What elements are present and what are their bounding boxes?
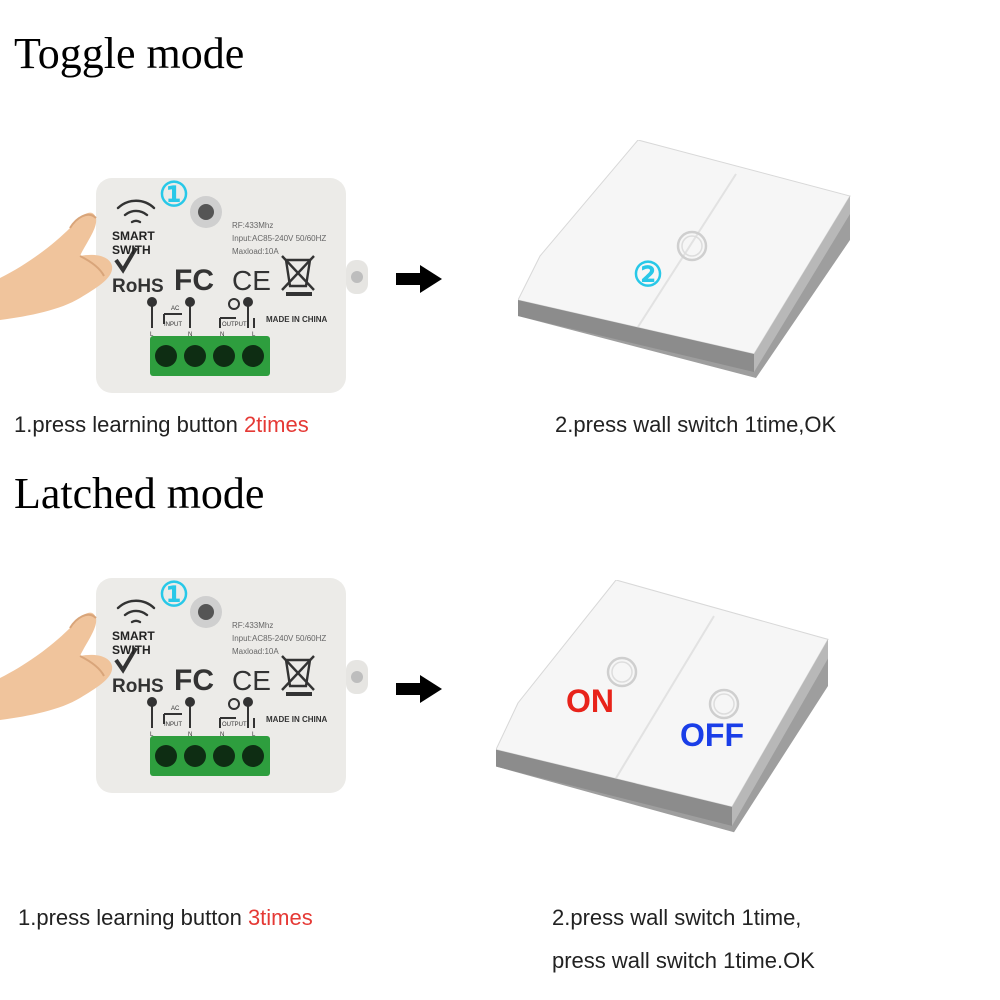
- module-spec-input: Input:AC85-240V 50/60HZ: [232, 634, 326, 643]
- terminal-output: OUTPUT: [222, 322, 247, 328]
- module-spec-maxload: Maxload:10A: [232, 247, 279, 256]
- caption-step-1-latched: 1.press learning button 3times: [18, 905, 313, 930]
- terminal-l-output: L: [252, 732, 256, 738]
- caption-step-1-toggle: 1.press learning button 2times: [14, 412, 309, 437]
- wall-switch-latched: ON OFF: [496, 580, 830, 834]
- off-label: OFF: [680, 717, 744, 753]
- on-label: ON: [566, 683, 614, 719]
- arrow-right-icon: [396, 265, 442, 293]
- module-label-line1: SMART: [112, 629, 155, 643]
- module-illustration-latched: SMART SWITH RF:433Mhz Input:AC85-240V 50…: [0, 576, 370, 795]
- ce-mark: CE: [232, 665, 271, 696]
- made-in-label: MADE IN CHINA: [266, 315, 328, 324]
- module-label-line2: SWITH: [112, 243, 151, 257]
- touch-button-on-icon: [606, 656, 638, 688]
- module-label-line2: SWITH: [112, 643, 151, 657]
- terminal-n-output: N: [220, 732, 224, 738]
- caption-step-2-toggle: 2.press wall switch 1time,OK: [555, 412, 837, 437]
- times-highlight: 3times: [247, 905, 313, 930]
- terminal-l-output: L: [252, 332, 256, 338]
- module-spec-maxload: Maxload:10A: [232, 647, 279, 656]
- terminal-n-output: N: [220, 332, 224, 338]
- module-spec-rf: RF:433Mhz: [232, 621, 273, 630]
- terminal-ac: AC: [171, 306, 180, 312]
- times-highlight: 2times: [243, 412, 309, 437]
- rohs-mark: RoHS: [112, 276, 164, 297]
- touch-button-off-icon: [708, 688, 740, 720]
- module-spec-input: Input:AC85-240V 50/60HZ: [232, 234, 326, 243]
- hand-icon: [0, 611, 114, 721]
- made-in-label: MADE IN CHINA: [266, 715, 328, 724]
- module-label-line1: SMART: [112, 229, 155, 243]
- hand-icon: [0, 211, 114, 321]
- terminal-l-input: L: [150, 732, 154, 738]
- module-spec-rf: RF:433Mhz: [232, 221, 273, 230]
- section-title-toggle-mode: Toggle mode: [14, 29, 245, 78]
- terminal-n-input: N: [188, 732, 192, 738]
- terminal-input: INPUT: [164, 322, 182, 328]
- caption-step-2-latched-line2: press wall switch 1time.OK: [552, 948, 815, 973]
- fc-mark: FC: [174, 664, 214, 697]
- fc-mark: FC: [174, 264, 214, 297]
- terminal-ac: AC: [171, 706, 180, 712]
- terminal-l-input: L: [150, 332, 154, 338]
- touch-button-icon: [676, 230, 708, 262]
- caption-step-2-latched-line1: 2.press wall switch 1time,: [552, 905, 802, 930]
- section-title-latched-mode: Latched mode: [14, 469, 265, 518]
- step-marker-2-icon: ②: [633, 256, 663, 294]
- wall-switch-toggle: ②: [518, 140, 851, 379]
- rohs-mark: RoHS: [112, 676, 164, 697]
- terminal-output: OUTPUT: [222, 722, 247, 728]
- terminal-input: INPUT: [164, 722, 182, 728]
- step-marker-1-icon: ①: [159, 176, 189, 214]
- module-illustration-toggle: SMART SWITH RF:433Mhz Input:AC85-240V 50…: [0, 176, 370, 395]
- arrow-right-icon: [396, 675, 442, 703]
- ce-mark: CE: [232, 265, 271, 296]
- terminal-n-input: N: [188, 332, 192, 338]
- step-marker-1-icon: ①: [159, 576, 189, 614]
